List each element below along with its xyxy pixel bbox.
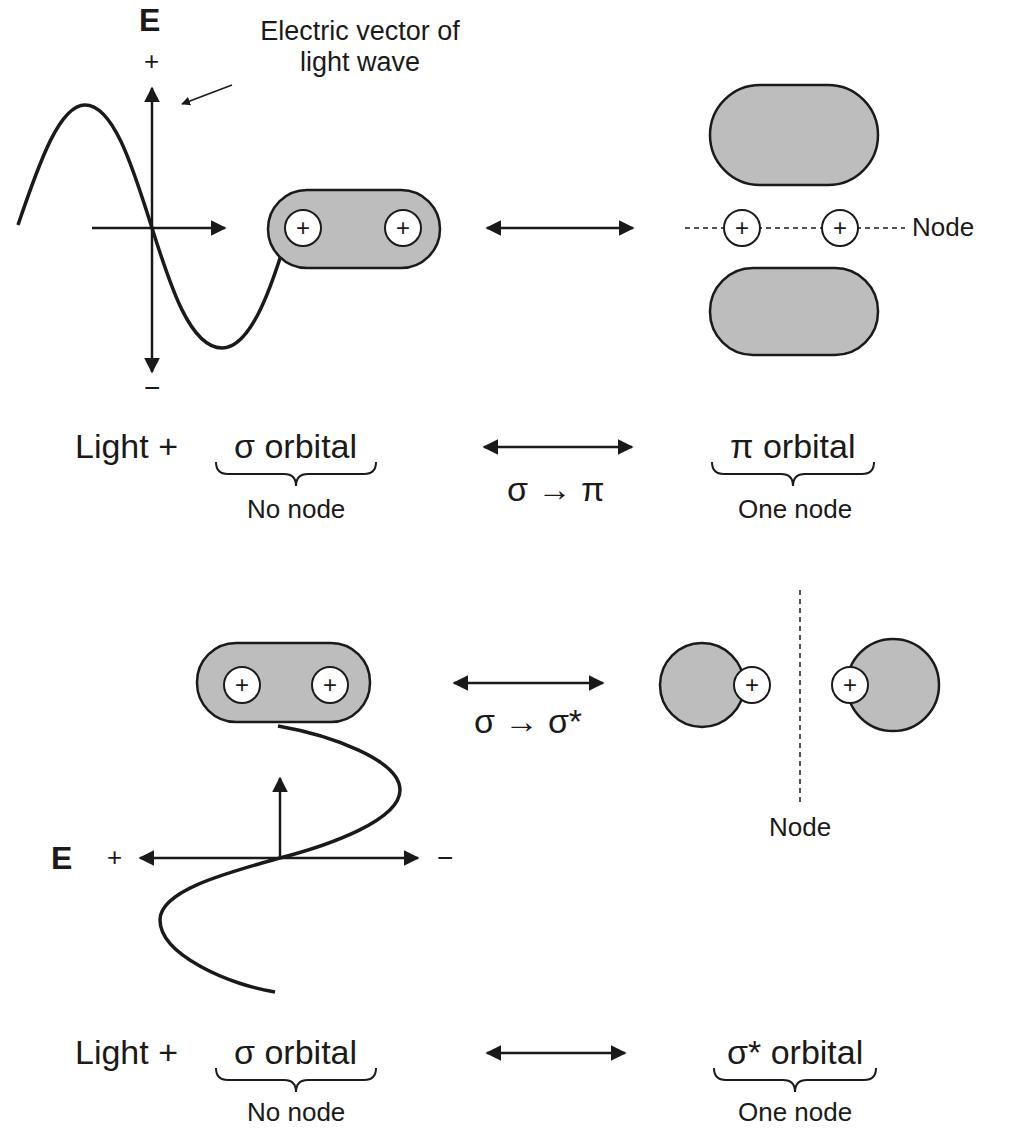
charge-sign: + <box>323 673 337 697</box>
brace <box>216 1068 376 1092</box>
label-text: E <box>51 840 72 877</box>
transition-arrow <box>454 682 603 685</box>
sigma-orbital <box>268 190 440 268</box>
label-text: σ* orbital <box>727 1033 863 1072</box>
charge-sign: + <box>396 216 410 240</box>
label-text: Node <box>912 213 974 243</box>
charge-sign: + <box>296 216 310 240</box>
label-text: E <box>139 2 160 39</box>
label-text: Electric vector of light wave <box>240 16 480 78</box>
label-text: No node <box>247 1098 345 1128</box>
label-text: σ orbital <box>234 1033 357 1072</box>
brace <box>712 462 874 486</box>
nodal-plane <box>685 227 905 229</box>
propagation-axis <box>279 778 282 858</box>
nucleus-circle: + <box>384 209 422 247</box>
nucleus-circle: + <box>821 209 859 247</box>
label-text: One node <box>738 1098 852 1128</box>
label-text: Node <box>769 813 831 843</box>
pi-lobe <box>710 268 878 355</box>
charge-sign: + <box>745 673 759 697</box>
propagation-axis <box>92 227 225 230</box>
transition-arrow <box>484 446 632 449</box>
label-text: π orbital <box>730 427 856 466</box>
label-text: σ → σ* <box>474 702 582 741</box>
nodal-plane <box>799 590 801 805</box>
brace <box>216 462 376 486</box>
charge-sign: + <box>843 673 857 697</box>
nucleus-circle: + <box>284 209 322 247</box>
sigma-star-lobe <box>660 643 744 727</box>
label-text: σ → π <box>507 470 604 509</box>
label-text: One node <box>738 495 852 525</box>
light-wave <box>160 726 400 992</box>
charge-sign: + <box>735 216 749 240</box>
label-text: Light + <box>75 427 178 466</box>
label-text: − <box>437 842 453 874</box>
nucleus-circle: + <box>311 666 349 704</box>
nucleus-circle: + <box>723 209 761 247</box>
brace <box>714 1068 876 1092</box>
nucleus-circle: + <box>733 666 771 704</box>
label-text: Light + <box>75 1033 178 1072</box>
label-text: + <box>144 47 159 77</box>
nucleus-circle: + <box>831 666 869 704</box>
pi-lobe <box>710 85 878 185</box>
nucleus-circle: + <box>223 666 261 704</box>
transition-arrow <box>487 227 633 230</box>
charge-sign: + <box>235 673 249 697</box>
leader-line <box>182 85 232 104</box>
light-wave <box>18 105 282 348</box>
label-text: − <box>144 372 160 404</box>
charge-sign: + <box>833 216 847 240</box>
transition-arrow <box>487 1052 625 1055</box>
label-text: σ orbital <box>234 427 357 466</box>
label-text: No node <box>247 495 345 525</box>
sigma-orbital <box>197 643 370 722</box>
label-text: + <box>107 843 122 873</box>
